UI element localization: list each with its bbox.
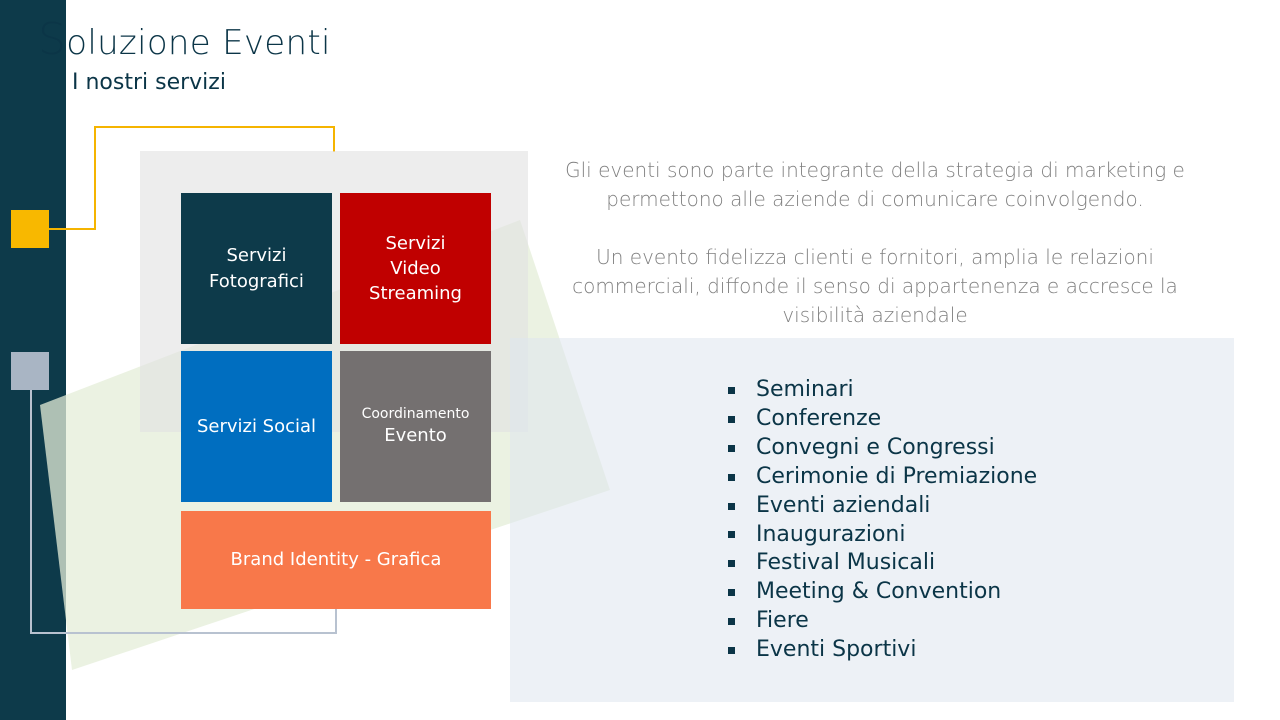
list-item: Convegni e Congressi	[728, 434, 1037, 463]
list-item: Seminari	[728, 376, 1037, 405]
tile-label: Evento	[384, 425, 447, 446]
yellow-connector-right	[333, 126, 335, 152]
bullet-icon	[728, 531, 735, 539]
tile-servizi-social: Servizi Social	[181, 351, 332, 502]
bullet-icon	[728, 415, 735, 423]
bullet-icon	[728, 560, 735, 568]
tile-servizi-fotografici: Servizi Fotografici	[181, 193, 332, 344]
bullet-icon	[728, 502, 735, 510]
bullet-icon	[728, 618, 735, 626]
page-title: Soluzione Eventi	[38, 18, 331, 64]
intro-paragraph-1: Gli eventi sono parte integrante della s…	[565, 158, 1185, 211]
list-item-label: Meeting & Convention	[756, 579, 1002, 605]
list-item-label: Conferenze	[756, 405, 882, 431]
list-item-label: Seminari	[756, 377, 854, 402]
title-rest: oluzione Eventi	[66, 23, 331, 63]
page-subtitle: I nostri servizi	[72, 70, 226, 95]
list-item: Festival Musicali	[728, 549, 1037, 578]
events-list: Seminari Conferenze Convegni e Congressi…	[728, 376, 1037, 665]
bullet-icon	[728, 386, 735, 394]
tile-label: Servizi Video Streaming	[369, 232, 462, 305]
tile-label: Brand Identity - Grafica	[230, 549, 442, 571]
gray-connector-vertical	[30, 390, 32, 634]
bullet-icon	[728, 589, 735, 597]
yellow-connector-vertical	[94, 126, 96, 230]
list-item-label: Cerimonie di Premiazione	[756, 463, 1038, 489]
title-initial: S	[38, 14, 67, 65]
gray-connector-bottom	[30, 632, 337, 634]
bullet-icon	[728, 473, 735, 481]
list-item: Cerimonie di Premiazione	[728, 463, 1037, 492]
intro-text: Gli eventi sono parte integrante della s…	[535, 156, 1215, 330]
tile-sublabel: Coordinamento	[361, 405, 470, 422]
yellow-connector-top	[94, 126, 335, 230]
tile-label: Servizi Social	[196, 415, 317, 437]
list-item-label: Eventi aziendali	[756, 492, 931, 518]
events-panel	[510, 338, 1234, 702]
list-item: Eventi Sportivi	[728, 636, 1037, 665]
list-item-label: Inaugurazioni	[756, 521, 906, 547]
list-item-label: Festival Musicali	[756, 550, 936, 576]
gray-square-marker	[11, 352, 49, 390]
list-item-label: Convegni e Congressi	[756, 434, 995, 460]
bullet-icon	[728, 647, 735, 655]
list-item: Eventi aziendali	[728, 492, 1037, 521]
list-item: Meeting & Convention	[728, 578, 1037, 607]
list-item-label: Fiere	[756, 608, 809, 634]
intro-paragraph-2: Un evento fidelizza clienti e fornitori,…	[572, 245, 1178, 327]
list-item: Fiere	[728, 607, 1037, 636]
gray-connector-right	[335, 608, 337, 634]
tile-brand-identity: Brand Identity - Grafica	[181, 511, 491, 609]
yellow-connector-bottom	[48, 228, 96, 230]
list-item: Conferenze	[728, 405, 1037, 434]
bullet-icon	[728, 444, 735, 452]
tile-servizi-video-streaming: Servizi Video Streaming	[340, 193, 491, 344]
list-item: Inaugurazioni	[728, 521, 1037, 550]
list-item-label: Eventi Sportivi	[756, 637, 917, 663]
yellow-square-marker	[11, 210, 49, 248]
tile-label: Servizi Fotografici	[209, 245, 304, 292]
